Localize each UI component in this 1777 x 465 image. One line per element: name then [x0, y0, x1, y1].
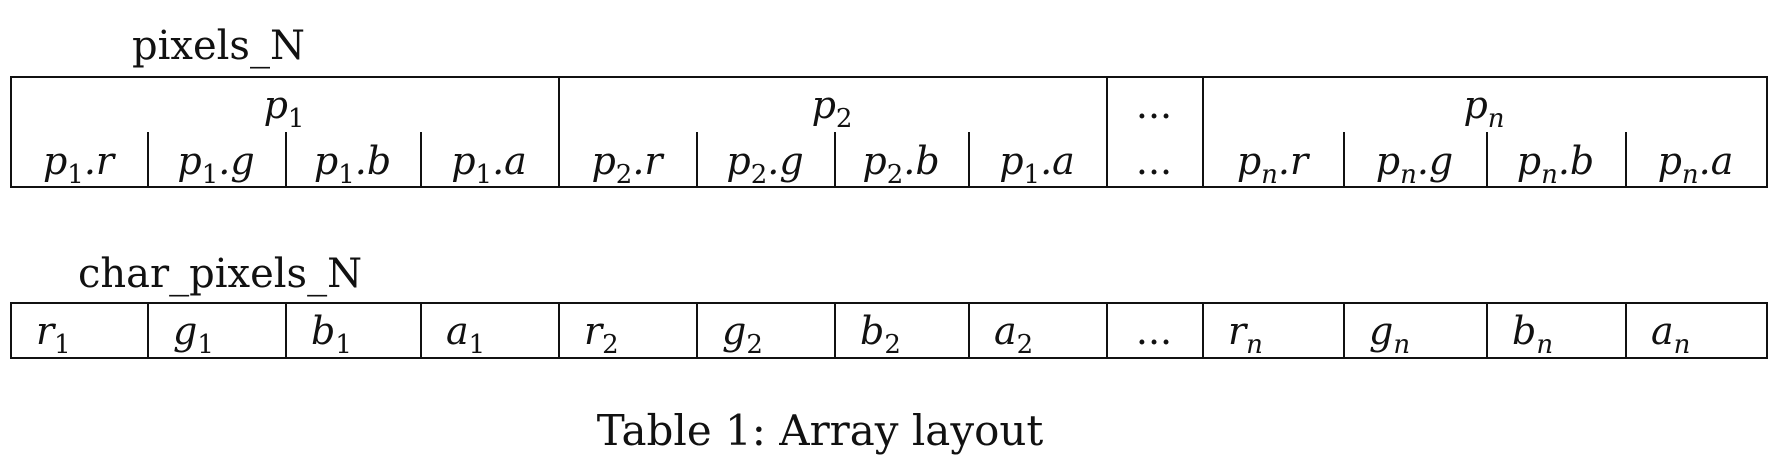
field-divider — [834, 132, 836, 188]
group-header: p1 — [263, 83, 305, 134]
cell-divider — [834, 302, 836, 359]
cell-divider — [1106, 302, 1108, 359]
field-cell: pn.b — [1516, 139, 1595, 190]
byte-cell: b1 — [311, 309, 352, 360]
byte-cell: bn — [1512, 309, 1554, 360]
byte-cell: a1 — [446, 309, 486, 360]
table-border-top — [10, 76, 1768, 78]
cell-divider — [696, 302, 698, 359]
cell-divider — [1625, 302, 1627, 359]
byte-cell: b2 — [860, 309, 901, 360]
cell-divider — [558, 302, 560, 359]
group-header: ... — [1135, 83, 1173, 127]
group-header: pn — [1463, 83, 1505, 134]
pixels-table-title: pixels_N — [132, 23, 305, 69]
field-divider — [285, 132, 287, 188]
cell-divider — [420, 302, 422, 359]
table-border-bottom — [10, 357, 1768, 359]
field-cell: p1.g — [177, 139, 255, 190]
table-border-left — [10, 76, 12, 188]
field-divider — [968, 132, 970, 188]
field-cell: ... — [1135, 139, 1173, 183]
field-divider — [696, 132, 698, 188]
byte-cell: g2 — [722, 309, 763, 360]
field-divider — [1343, 132, 1345, 188]
byte-cell: an — [1651, 309, 1691, 360]
byte-cell: r2 — [584, 309, 619, 360]
table-border-right — [1766, 302, 1768, 359]
table-border-top — [10, 302, 1768, 304]
field-cell: p1.b — [313, 139, 392, 190]
cell-divider — [147, 302, 149, 359]
cell-divider — [1486, 302, 1488, 359]
field-cell: p2.b — [862, 139, 940, 190]
byte-cell: gn — [1369, 309, 1411, 360]
byte-cell: g1 — [173, 309, 214, 360]
char-pixels-table-title: char_pixels_N — [78, 251, 363, 297]
field-divider — [420, 132, 422, 188]
byte-cell: a2 — [994, 309, 1034, 360]
group-divider — [1202, 76, 1204, 188]
cell-divider — [968, 302, 970, 359]
field-divider — [1486, 132, 1488, 188]
group-divider — [558, 76, 560, 188]
field-cell: p2.g — [726, 139, 804, 190]
table-border-left — [10, 302, 12, 359]
field-divider — [1625, 132, 1627, 188]
field-cell: p1.a — [999, 139, 1075, 190]
table-caption: Table 1: Array layout — [596, 406, 1044, 455]
table-border-right — [1766, 76, 1768, 188]
field-cell: p1.r — [42, 139, 115, 190]
cell-divider — [1343, 302, 1345, 359]
byte-cell: ... — [1135, 309, 1173, 353]
field-cell: pn.r — [1236, 139, 1309, 190]
byte-cell: r1 — [36, 309, 71, 360]
field-cell: p2.r — [591, 139, 663, 190]
field-cell: pn.g — [1375, 139, 1454, 190]
cell-divider — [1202, 302, 1204, 359]
group-header: p2 — [811, 83, 853, 134]
field-divider — [147, 132, 149, 188]
field-cell: pn.a — [1657, 139, 1734, 190]
table-border-bottom — [10, 186, 1768, 188]
group-divider — [1106, 76, 1108, 188]
field-cell: p1.a — [451, 139, 527, 190]
cell-divider — [285, 302, 287, 359]
byte-cell: rn — [1228, 309, 1263, 360]
